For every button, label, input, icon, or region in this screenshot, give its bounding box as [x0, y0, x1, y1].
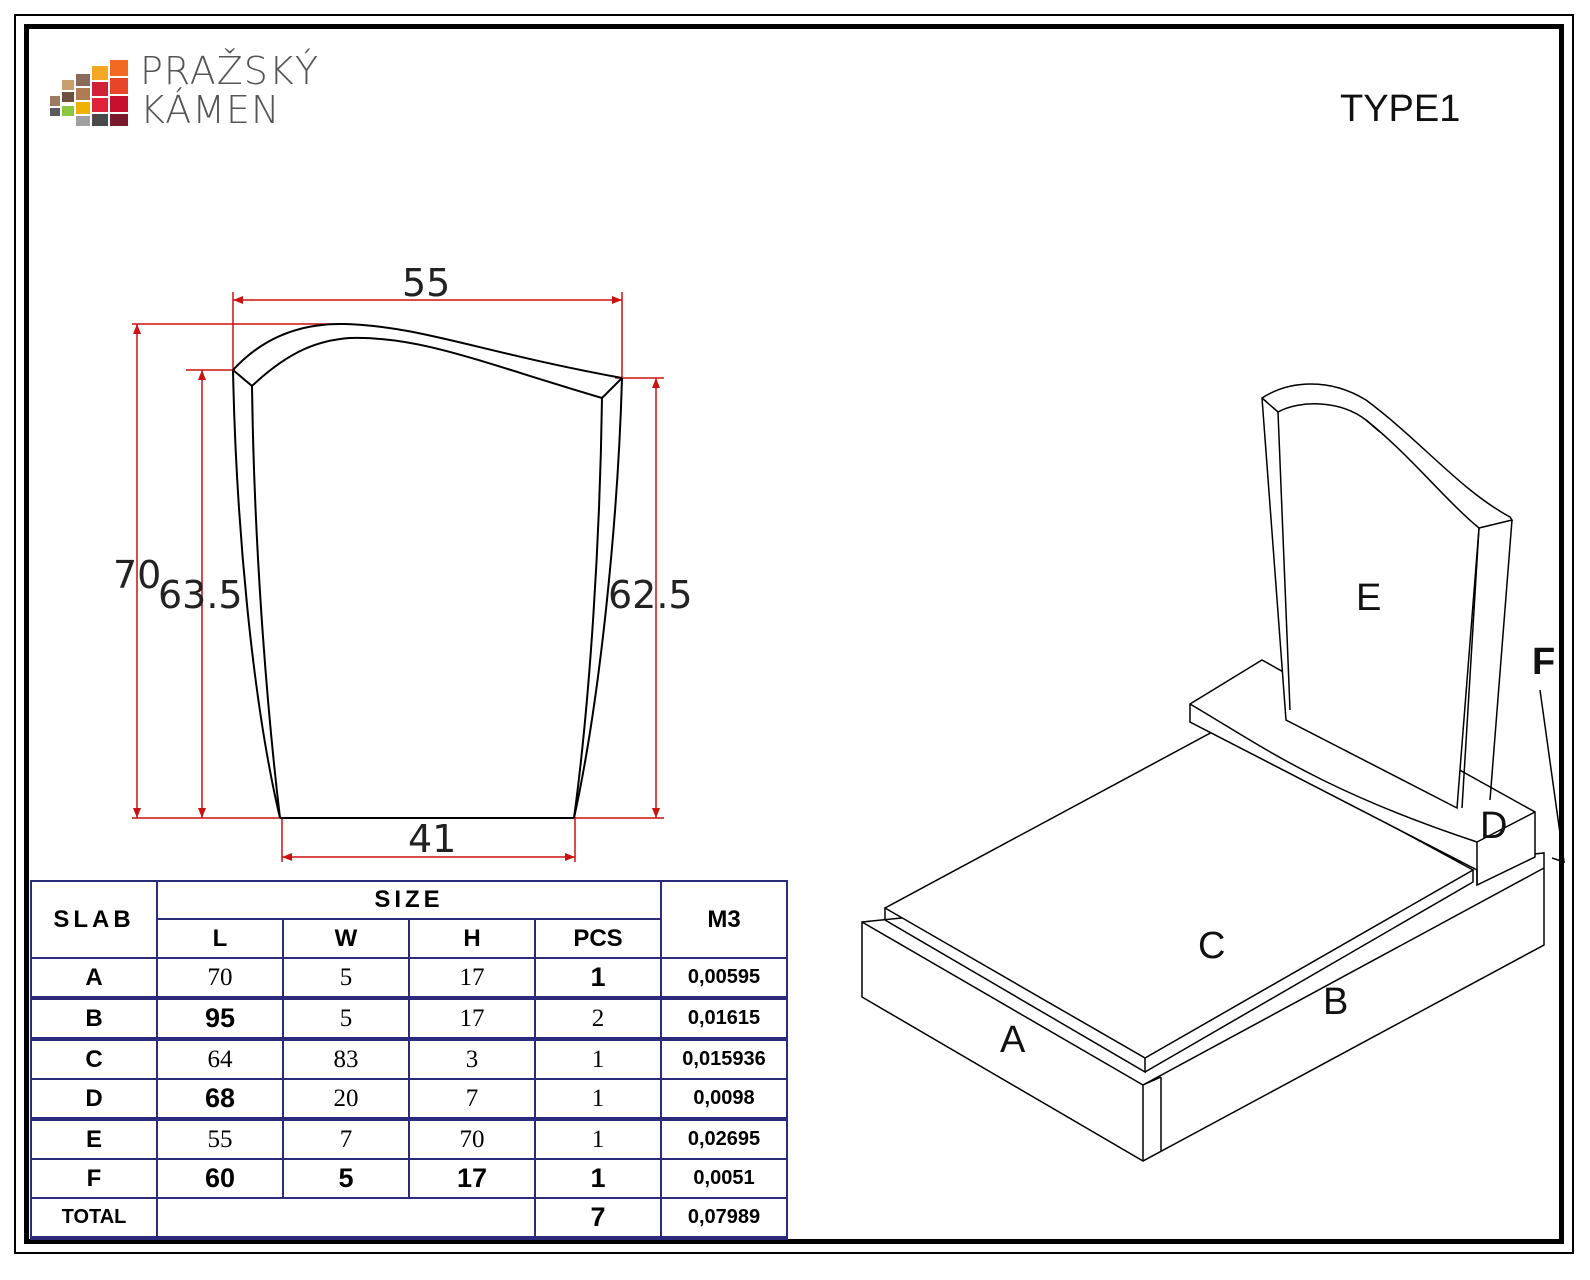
table-row: A 70 5 17 1 0,00595 [30, 957, 788, 1000]
slab-cell: B [30, 997, 158, 1041]
part-label-a: A [1000, 1019, 1026, 1061]
slab-specification-table: SLAB SIZE M3 L W H PCS A 70 5 17 1 0,005… [30, 880, 788, 1240]
l-cell: 55 [156, 1118, 284, 1160]
header-l: L [156, 918, 284, 959]
h-cell: 3 [408, 1038, 536, 1080]
slab-cell: F [30, 1158, 158, 1199]
dimension-top-width: 55 [402, 261, 450, 305]
header-size: SIZE [156, 880, 662, 920]
header-w: W [282, 918, 410, 959]
drawing-type-label: TYPE1 [1340, 88, 1461, 130]
header-slab: SLAB [30, 880, 158, 959]
m3-cell: 0,0098 [660, 1078, 788, 1121]
dimension-lines [132, 292, 664, 862]
table-row: F 60 5 17 1 0,0051 [30, 1158, 788, 1199]
h-cell: 17 [408, 997, 536, 1041]
pcs-cell: 1 [534, 1118, 662, 1160]
dimension-bottom-width: 41 [408, 817, 456, 861]
m3-cell: 0,00595 [660, 957, 788, 1000]
l-cell: 95 [156, 997, 284, 1041]
logo-line-2: KÁMEN [140, 88, 281, 132]
w-cell: 20 [282, 1078, 410, 1121]
logo-line-1: PRAŽSKÝ [140, 49, 320, 93]
h-cell: 7 [408, 1078, 536, 1121]
w-cell: 83 [282, 1038, 410, 1080]
w-cell: 5 [282, 997, 410, 1041]
drawing-inner-frame [24, 24, 1564, 1244]
dimension-arrowheads [133, 296, 660, 861]
company-logo: PRAŽSKÝ KÁMEN [48, 52, 348, 132]
table-row: B 95 5 17 2 0,01615 [30, 997, 788, 1041]
pcs-cell: 1 [534, 957, 662, 1000]
total-m3: 0,07989 [660, 1197, 788, 1240]
l-cell: 68 [156, 1078, 284, 1121]
table-row: D 68 20 7 1 0,0098 [30, 1078, 788, 1121]
logo-mosaic-icon [50, 60, 128, 126]
drawing-outer-frame [14, 14, 1574, 1254]
w-cell: 5 [282, 957, 410, 1000]
table-row: C 64 83 3 1 0,015936 [30, 1038, 788, 1080]
m3-cell: 0,01615 [660, 997, 788, 1041]
w-cell: 7 [282, 1118, 410, 1160]
l-cell: 70 [156, 957, 284, 1000]
total-label: TOTAL [30, 1197, 158, 1240]
dimension-right-height: 62.5 [608, 573, 693, 617]
header-h: H [408, 918, 536, 959]
dimension-left-outer-height: 70 [113, 553, 161, 597]
part-label-e: E [1356, 577, 1381, 619]
headstone-outline [232, 322, 623, 819]
part-label-c: C [1198, 925, 1225, 967]
h-cell: 70 [408, 1118, 536, 1160]
h-cell: 17 [408, 1158, 536, 1199]
slab-cell: C [30, 1038, 158, 1080]
pcs-cell: 1 [534, 1078, 662, 1121]
pcs-cell: 1 [534, 1158, 662, 1199]
pcs-cell: 1 [534, 1038, 662, 1080]
slab-cell: A [30, 957, 158, 1000]
part-label-f: F [1532, 641, 1555, 683]
m3-cell: 0,015936 [660, 1038, 788, 1080]
total-pcs: 7 [534, 1197, 662, 1240]
l-cell: 60 [156, 1158, 284, 1199]
part-label-b: B [1323, 981, 1348, 1023]
header-m3: M3 [660, 880, 788, 959]
table-row: E 55 7 70 1 0,02695 [30, 1118, 788, 1160]
table-total-row: TOTAL 7 0,07989 [30, 1197, 788, 1240]
pcs-cell: 2 [534, 997, 662, 1041]
part-label-d: D [1480, 805, 1507, 847]
slab-cell: E [30, 1118, 158, 1160]
logo-wordmark: PRAŽSKÝ KÁMEN [140, 52, 319, 130]
total-empty-cell [156, 1197, 536, 1240]
w-cell: 5 [282, 1158, 410, 1199]
header-pcs: PCS [534, 918, 662, 959]
isometric-outline [861, 383, 1565, 1162]
m3-cell: 0,02695 [660, 1118, 788, 1160]
m3-cell: 0,0051 [660, 1158, 788, 1199]
dimension-left-inner-height: 63.5 [158, 573, 243, 617]
l-cell: 64 [156, 1038, 284, 1080]
slab-cell: D [30, 1078, 158, 1121]
h-cell: 17 [408, 957, 536, 1000]
